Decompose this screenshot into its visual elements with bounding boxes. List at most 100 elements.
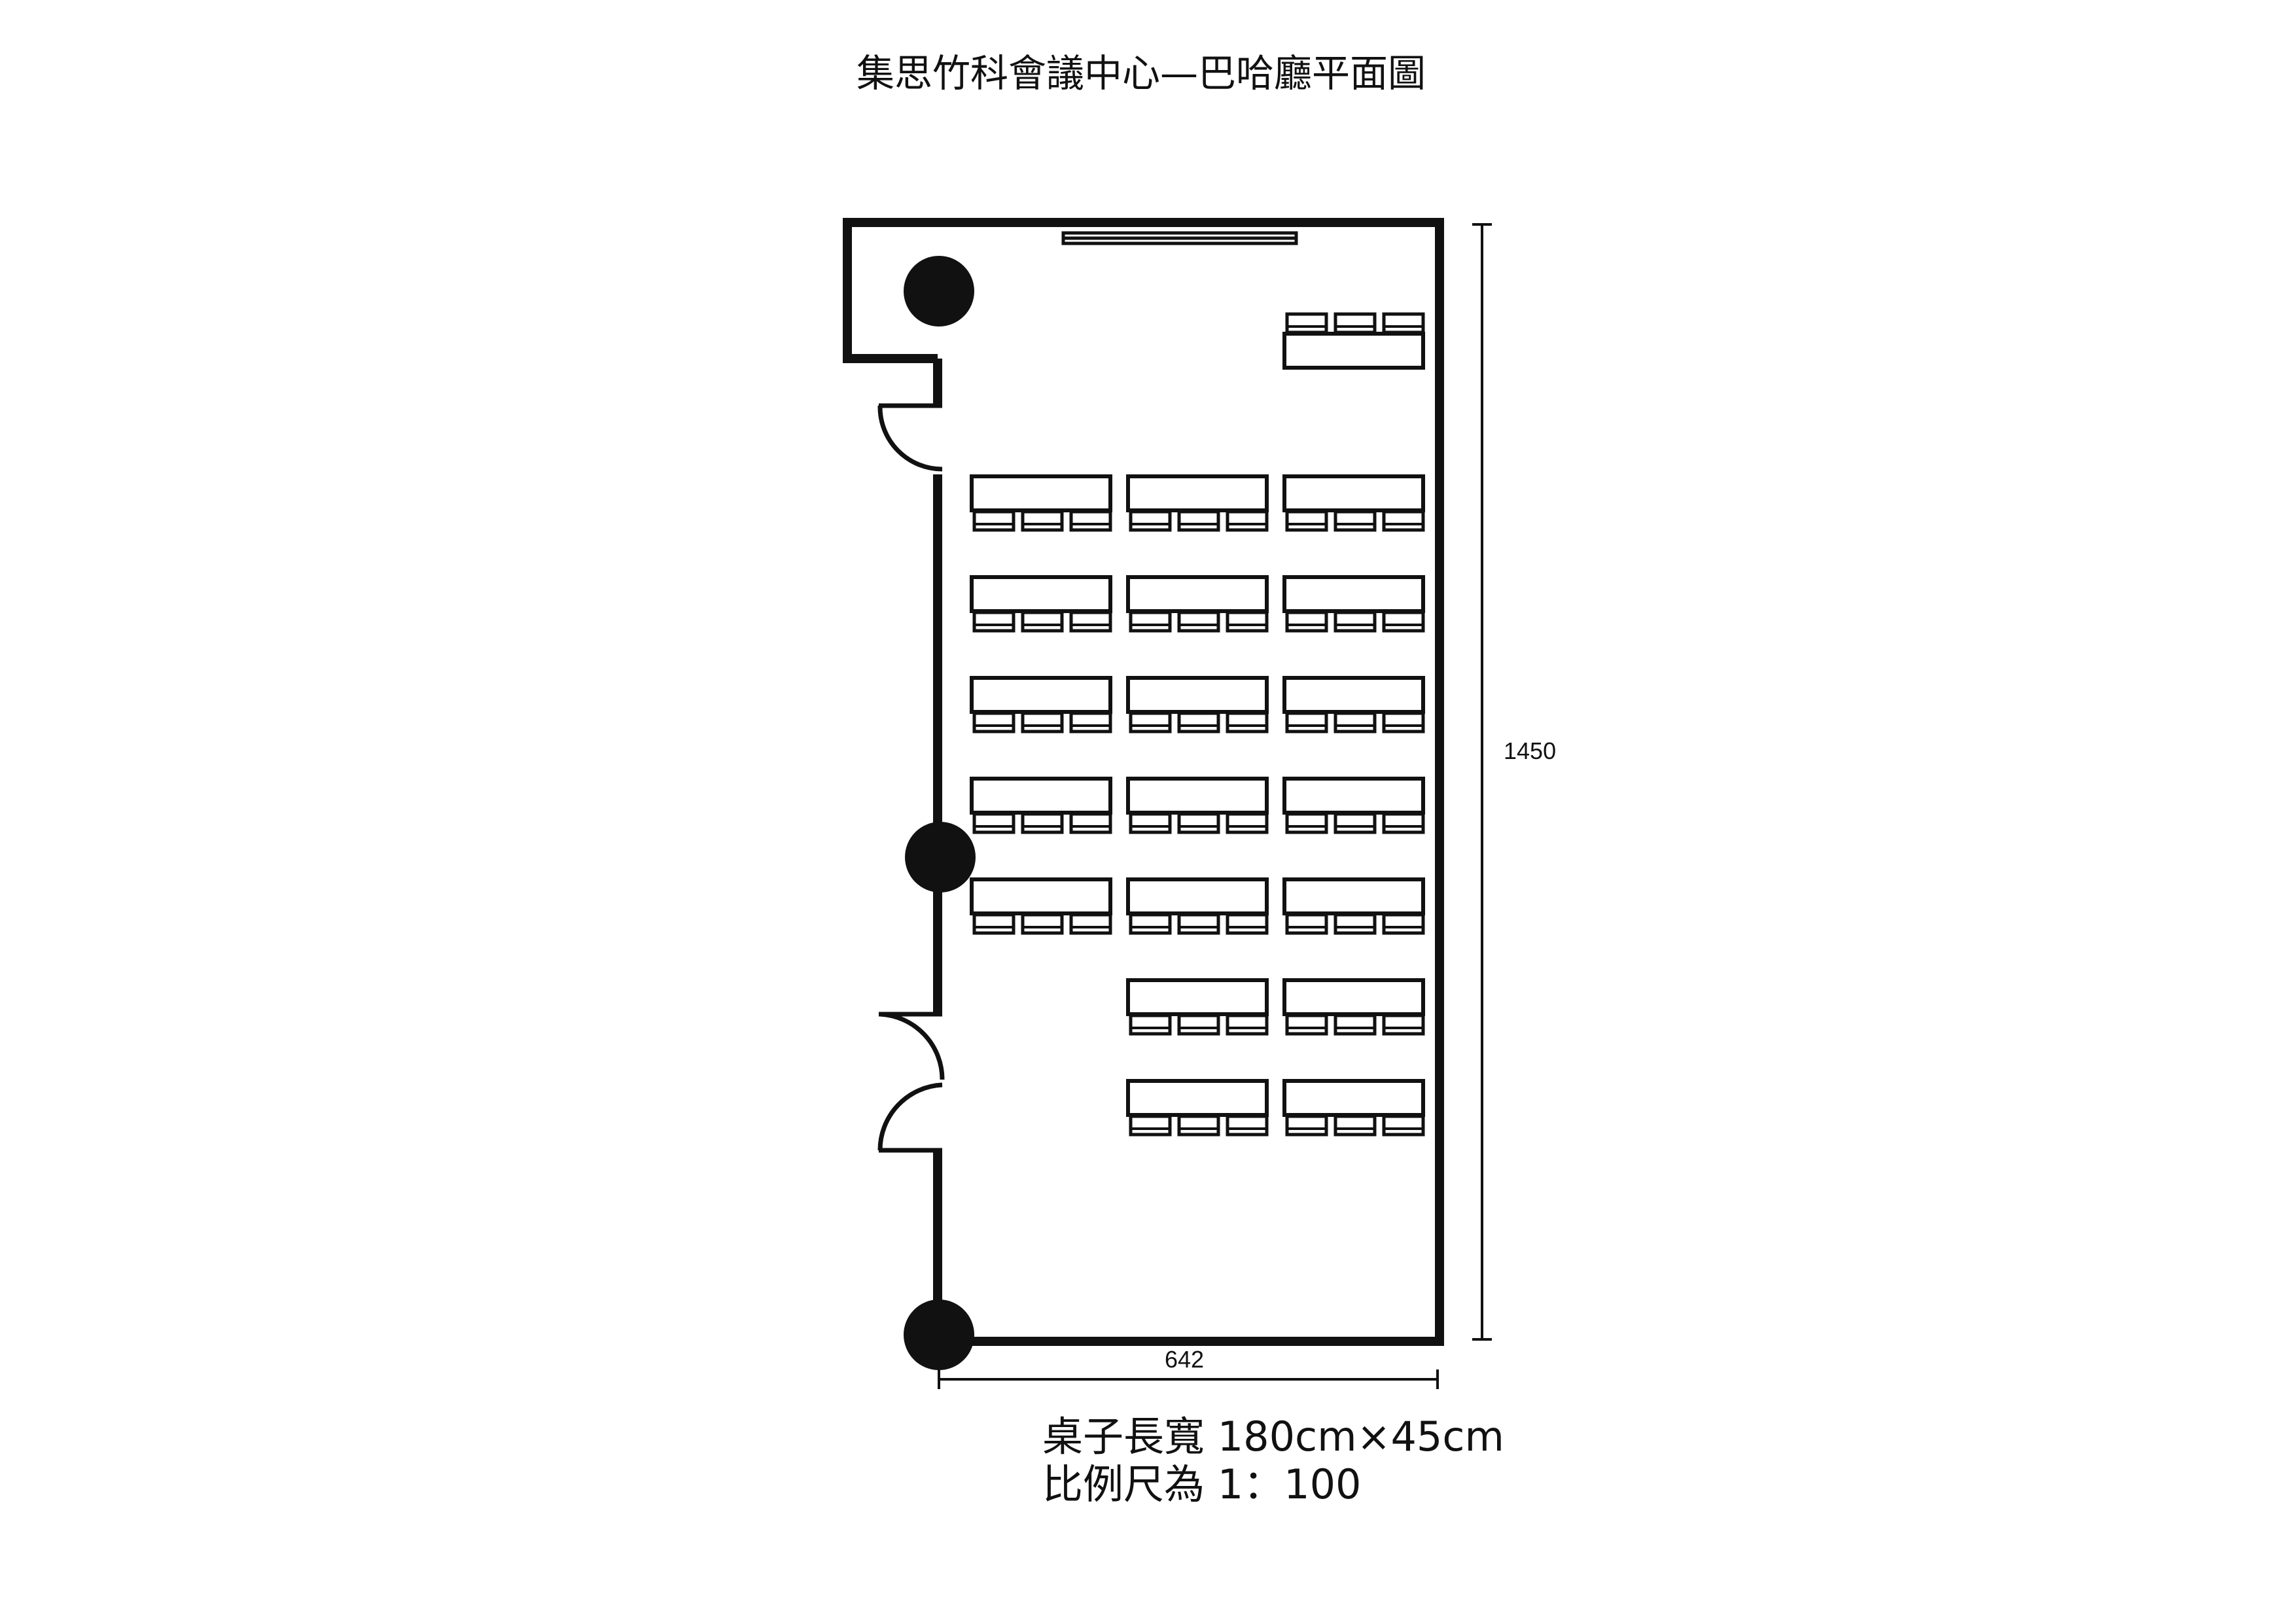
table: [1126, 474, 1269, 512]
chair: [1021, 610, 1064, 633]
table-with-chairs: [1126, 474, 1269, 532]
chair: [1333, 1014, 1377, 1036]
scale-note: 比例尺為 1：100: [1042, 1460, 1362, 1508]
chair: [1382, 812, 1425, 834]
chair: [1129, 1014, 1172, 1036]
dimension-height: [1472, 223, 1492, 1341]
chair: [1333, 610, 1377, 633]
chair: [1285, 913, 1328, 935]
chair: [1069, 913, 1112, 935]
table-with-chairs: [1282, 1079, 1425, 1137]
chair: [1333, 1114, 1377, 1137]
table: [1126, 1079, 1269, 1117]
table-with-chairs: [1282, 676, 1425, 733]
dimension-width: [938, 1369, 1439, 1389]
table-with-chairs: [1282, 474, 1425, 532]
table: [970, 877, 1112, 915]
chair: [1177, 1114, 1220, 1137]
chair: [1177, 913, 1220, 935]
chair: [1226, 1114, 1269, 1137]
chair: [1226, 1014, 1269, 1036]
chair: [1069, 510, 1112, 532]
table: [970, 777, 1112, 815]
table: [1282, 575, 1425, 613]
projection-screen: [1061, 231, 1298, 245]
table: [970, 575, 1112, 613]
chair: [1177, 812, 1220, 834]
chair: [1177, 610, 1220, 633]
table-with-chairs: [970, 877, 1112, 935]
wall-top-and-right: [843, 218, 1444, 1346]
chair: [1382, 510, 1425, 532]
table-with-chairs: [1282, 777, 1425, 834]
chair: [1021, 711, 1064, 733]
table-with-chairs: [1126, 877, 1269, 935]
chair: [1285, 510, 1328, 532]
chair: [1129, 610, 1172, 633]
chair: [1226, 812, 1269, 834]
table-with-chairs: [1126, 575, 1269, 633]
chair: [1021, 812, 1064, 834]
column-middle-left: [905, 822, 976, 892]
table: [1282, 676, 1425, 714]
chair: [1333, 711, 1377, 733]
table-with-chairs: [1282, 575, 1425, 633]
chair: [1333, 913, 1377, 935]
table: [1282, 1079, 1425, 1117]
chair: [1177, 711, 1220, 733]
speaker-table-top: [1282, 332, 1425, 370]
chair: [1021, 913, 1064, 935]
chair: [1285, 812, 1328, 834]
speaker-chair: [1333, 312, 1377, 334]
chair: [1333, 812, 1377, 834]
chair: [1285, 1114, 1328, 1137]
column-top-left: [904, 256, 974, 327]
table-with-chairs: [1282, 978, 1425, 1036]
table-with-chairs: [1282, 877, 1425, 935]
plan-title: 集思竹科會議中心—巴哈廳平面圖: [857, 51, 1426, 96]
table-with-chairs: [1126, 1079, 1269, 1137]
table: [1126, 575, 1269, 613]
doors: [877, 403, 945, 1153]
chair: [1382, 610, 1425, 633]
chair: [1129, 711, 1172, 733]
chair: [1226, 711, 1269, 733]
chair: [1129, 1114, 1172, 1137]
chair: [972, 610, 1016, 633]
chair: [1285, 610, 1328, 633]
door-upper: [877, 403, 943, 472]
table: [1126, 777, 1269, 815]
table-with-chairs: [1126, 777, 1269, 834]
chair: [1285, 1014, 1328, 1036]
audience-tables: [970, 474, 1425, 1137]
chair: [1226, 913, 1269, 935]
chair: [972, 913, 1016, 935]
chair: [1382, 1014, 1425, 1036]
chair: [1129, 812, 1172, 834]
room-columns: [904, 256, 976, 1370]
width-dimension-label: 642: [1165, 1346, 1204, 1373]
chair: [1069, 711, 1112, 733]
chair: [1069, 610, 1112, 633]
door-lower-double: [877, 1012, 945, 1153]
chair: [1021, 510, 1064, 532]
column-bottom-left: [904, 1299, 974, 1370]
table: [1126, 676, 1269, 714]
table: [1126, 877, 1269, 915]
table: [1282, 877, 1425, 915]
speaker-chair: [1285, 312, 1328, 334]
height-dimension-label: 1450: [1504, 737, 1556, 764]
chair: [1382, 1114, 1425, 1137]
chair: [972, 510, 1016, 532]
room-walls: [843, 218, 1444, 1346]
table-with-chairs: [1126, 676, 1269, 733]
chair: [1382, 913, 1425, 935]
table: [1282, 777, 1425, 815]
chair: [972, 711, 1016, 733]
chair: [1177, 1014, 1220, 1036]
chair: [1069, 812, 1112, 834]
speaker-chair: [1382, 312, 1425, 334]
chair: [1382, 711, 1425, 733]
chair: [1177, 510, 1220, 532]
